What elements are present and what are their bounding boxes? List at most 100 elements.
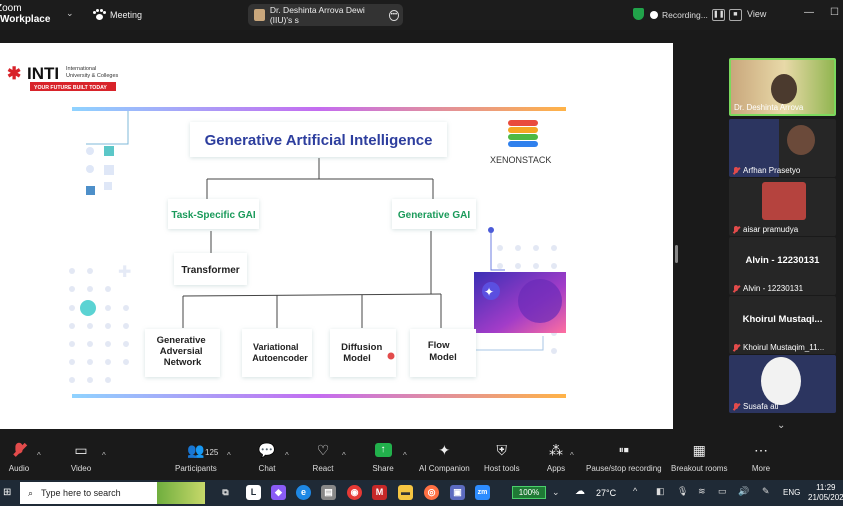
pause-recording-button[interactable]: ❚❚ [711, 9, 725, 21]
meeting-menu[interactable]: Meeting [93, 9, 142, 20]
react-button[interactable]: ♡ React [312, 441, 334, 474]
mcafee-icon[interactable]: M [372, 485, 387, 500]
shield-icon[interactable] [633, 8, 644, 20]
clock-date: 21/05/202 [808, 493, 843, 502]
participant-name: Khoirul Mustaqim_11... [732, 343, 824, 352]
audio-button[interactable]: Audio [8, 440, 30, 473]
box-vae: Variational Autoencoder [242, 329, 312, 377]
app-l-icon[interactable]: L [246, 485, 261, 500]
mic-off-icon [732, 402, 740, 411]
tray-chevron-icon[interactable]: ^ [633, 486, 638, 496]
battery-indicator[interactable]: 100% [512, 486, 546, 499]
grid-icon: ▦ [692, 441, 706, 458]
taskbar-search[interactable]: ⌕ Type here to search [20, 482, 205, 504]
vae-line-1: Variational [253, 342, 299, 352]
edge-icon[interactable]: e [296, 485, 311, 500]
breakout-rooms-button[interactable]: ▦ Breakout rooms [671, 441, 728, 474]
participants-options-caret[interactable]: ^ [227, 451, 231, 460]
participant-tile[interactable]: Alvin - 12230131 Alvin - 12230131 [729, 237, 836, 295]
brand-line-2: Workplace [0, 14, 51, 25]
svg-text:Variational Autoenco: Variational Autoencoder [252, 342, 308, 363]
taskbar-clock[interactable]: 11:29 21/05/202 [808, 483, 843, 503]
apps-options-caret[interactable]: ^ [570, 451, 574, 460]
stop-recording-button[interactable]: ■ [728, 9, 742, 21]
chevron-down-icon[interactable]: ⌄ [66, 8, 74, 18]
gan-line-1: Generative [157, 335, 206, 346]
network-icon[interactable]: ▭ [718, 486, 727, 496]
maximize-icon[interactable]: ☐ [830, 7, 839, 18]
participant-tile[interactable]: Khoirul Mustaqi... Khoirul Mustaqim_11..… [729, 296, 836, 354]
participant-big-name: Alvin - 12230131 [745, 255, 820, 266]
host-avatar [254, 9, 265, 21]
video-options-caret[interactable]: ^ [102, 451, 106, 460]
diffusion-line-1: Diffusion [341, 342, 382, 353]
video-button[interactable]: ▭ Video [70, 441, 92, 474]
view-button[interactable]: View [747, 9, 767, 19]
more-button[interactable]: ⋯ More [751, 441, 771, 474]
chevron-icon[interactable]: ⌄ [552, 487, 560, 497]
participant-tile[interactable]: Dr. Deshinta Arrova [729, 58, 836, 116]
firefox-icon[interactable]: ◎ [424, 485, 439, 500]
tray-app-icon[interactable]: ◧ [656, 486, 665, 496]
apps-icon: ⁂ [549, 441, 563, 458]
vae-line-2: Autoencoder [252, 353, 308, 363]
language-indicator[interactable]: ENG [783, 488, 801, 497]
copilot-icon[interactable]: ◆ [271, 485, 286, 500]
store-icon[interactable]: ▤ [321, 485, 336, 500]
mic-icon[interactable]: 🎙 [677, 486, 689, 496]
wifi-icon[interactable]: ≋ [698, 486, 706, 496]
more-options-icon[interactable]: ••• [388, 9, 399, 21]
ai-companion-button[interactable]: ✦ AI Companion [419, 441, 470, 474]
inti-logo: ✱ INTI International University & Colleg… [7, 64, 119, 91]
tree-connectors [182, 158, 442, 328]
search-icon: ⌕ [28, 487, 34, 498]
record-dot-icon [650, 11, 658, 19]
root-label: Generative Artificial Intelligence [205, 132, 433, 149]
temperature[interactable]: 27°C [596, 488, 617, 498]
pointer-dot [387, 352, 395, 360]
speaker-icon[interactable]: 🔊 [738, 486, 750, 496]
participants-button[interactable]: 👥 Participants [175, 441, 217, 474]
sparkle-icon: ✦ [438, 441, 451, 458]
react-options-caret[interactable]: ^ [342, 451, 346, 460]
mic-off-icon [732, 284, 740, 293]
pause-stop-recording-button[interactable]: ⏸⏹ Pause/stop recording [586, 440, 662, 474]
panel-splitter[interactable] [675, 245, 678, 263]
host-share-pill[interactable]: Dr. Deshinta Arrova Dewi (IIU)'s s ••• [248, 4, 403, 26]
host-tools-button[interactable]: ⛨ Host tools [484, 441, 520, 474]
meeting-toolbar: Audio ^ ▭ Video ^ 👥 Participants 125 ^ 💬… [0, 440, 843, 478]
zoom-taskbar-icon[interactable]: zm [475, 485, 490, 500]
mic-off-icon [8, 440, 30, 460]
box-root: Generative Artificial Intelligence [190, 122, 447, 157]
box-generative: Generative GAI [392, 199, 476, 229]
task-specific-label: Task-Specific GAI [171, 210, 256, 221]
logo-sub1: International [66, 66, 96, 72]
share-button[interactable]: ↑ Share [372, 440, 394, 473]
minimize-icon[interactable]: — [804, 7, 815, 18]
participant-tile[interactable]: aisar pramudya [729, 178, 836, 236]
logo-tagline: YOUR FUTURE BUILT TODAY [34, 85, 107, 91]
audio-options-caret[interactable]: ^ [37, 451, 41, 460]
share-options-caret[interactable]: ^ [403, 451, 407, 460]
pen-icon[interactable]: ✎ [762, 486, 770, 496]
apps-button[interactable]: ⁂ Apps [546, 441, 566, 474]
participant-tile[interactable]: Susafa ati [729, 355, 836, 413]
diffusion-line-2: Model [343, 353, 370, 364]
folder-icon[interactable]: ▬ [398, 485, 413, 500]
right-decoration: ✦ [474, 227, 566, 354]
flow-line-2: Model [429, 352, 456, 363]
chat-button[interactable]: 💬 Chat [256, 440, 278, 474]
participant-tile[interactable]: Arfhan Prasetyo [729, 119, 836, 177]
ellipsis-icon: ⋯ [754, 441, 768, 458]
task-view-icon[interactable]: ⧉ [222, 487, 229, 497]
search-placeholder: Type here to search [41, 488, 121, 498]
gallery-chevron-down-icon[interactable]: ⌄ [777, 420, 786, 431]
participants-count: 125 [205, 448, 219, 457]
chat-options-caret[interactable]: ^ [285, 451, 289, 460]
participant-name: Susafa ati [732, 402, 779, 411]
weather-cloud-icon[interactable]: ☁ [575, 486, 585, 497]
windows-start-icon[interactable]: ⊞ [3, 487, 12, 498]
app-icon[interactable]: ▣ [450, 485, 465, 500]
chrome-icon[interactable]: ◉ [347, 485, 362, 500]
xenonstack-logo: XENONSTACK [490, 120, 551, 165]
